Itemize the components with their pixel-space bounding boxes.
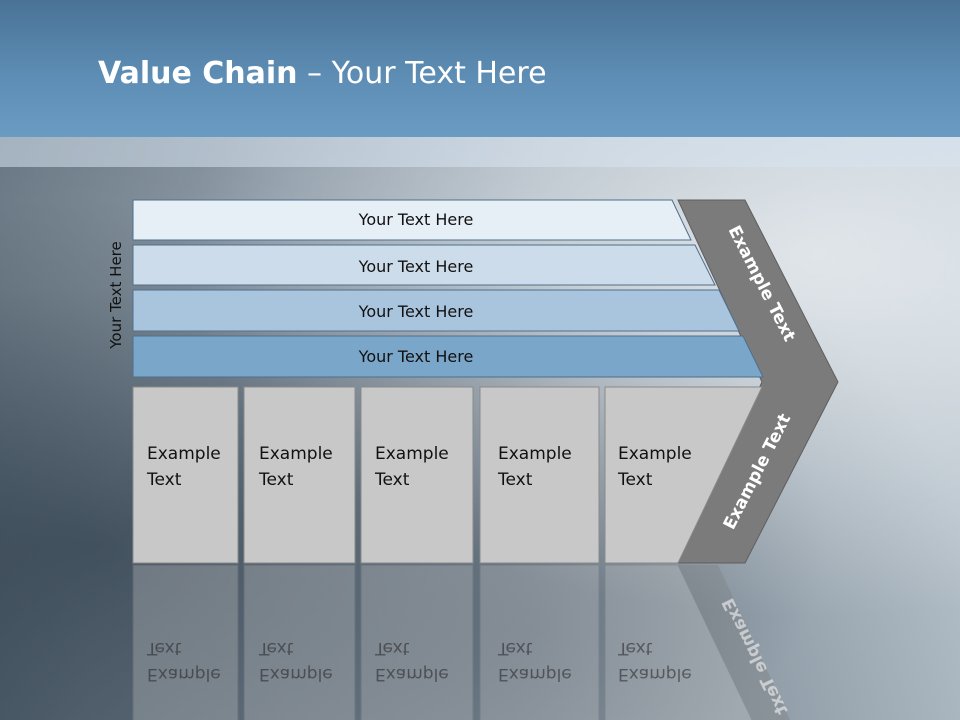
box-shape-1 xyxy=(132,386,239,564)
bar-shape-3 xyxy=(132,289,740,332)
box-5[interactable]: Example Text xyxy=(604,386,763,564)
refl-text-1b: Text xyxy=(146,638,182,658)
slide-title[interactable]: Value Chain – Your Text Here xyxy=(98,56,547,91)
bar-row-1[interactable]: Your Text Here xyxy=(132,199,692,241)
header-bar xyxy=(0,0,960,137)
refl-text-4: Example xyxy=(498,664,572,684)
refl-text-3b: Text xyxy=(374,638,410,658)
box-1-line2: Text xyxy=(146,470,182,490)
header-band xyxy=(0,137,960,167)
box-5-line2: Text xyxy=(617,470,653,490)
bar-row-2[interactable]: Your Text Here xyxy=(132,244,716,286)
bar-label-4: Your Text Here xyxy=(358,347,474,366)
box-shape-5 xyxy=(604,386,763,564)
refl-text-5: Example xyxy=(618,664,692,684)
bar-label-2: Your Text Here xyxy=(358,257,474,276)
box-4-line1: Example xyxy=(498,444,572,464)
refl-text-1: Example xyxy=(147,664,221,684)
box-3-line1: Example xyxy=(375,444,449,464)
box-shape-3 xyxy=(360,386,474,564)
bar-row-3[interactable]: Your Text Here xyxy=(132,289,740,332)
bar-shape-2 xyxy=(132,244,716,286)
reflection xyxy=(132,564,791,720)
box-shape-2 xyxy=(243,386,356,564)
refl-text-2: Example xyxy=(259,664,333,684)
title-rest: – Your Text Here xyxy=(297,56,547,91)
bar-shape-4 xyxy=(132,335,764,378)
box-5-line1: Example xyxy=(618,444,692,464)
bar-shape-1 xyxy=(132,199,692,241)
refl-text-4b: Text xyxy=(497,638,533,658)
bar-label-1: Your Text Here xyxy=(358,210,474,229)
box-1[interactable]: Example Text xyxy=(132,386,239,564)
box-2[interactable]: Example Text xyxy=(243,386,356,564)
title-bold: Value Chain xyxy=(98,56,298,91)
bar-label-3: Your Text Here xyxy=(358,302,474,321)
box-shape-4 xyxy=(479,386,600,564)
bar-row-4[interactable]: Your Text Here xyxy=(132,335,764,378)
box-4[interactable]: Example Text xyxy=(479,386,600,564)
refl-text-2b: Text xyxy=(258,638,294,658)
chevron-outline xyxy=(677,199,839,564)
box-2-line2: Text xyxy=(258,470,294,490)
box-2-line1: Example xyxy=(259,444,333,464)
box-3-line2: Text xyxy=(374,470,410,490)
chevron-arrow[interactable] xyxy=(678,200,838,563)
refl-text-3: Example xyxy=(375,664,449,684)
box-1-line1: Example xyxy=(147,444,221,464)
refl-text-5b: Text xyxy=(617,638,653,658)
box-4-line2: Text xyxy=(497,470,533,490)
box-3[interactable]: Example Text xyxy=(360,386,474,564)
